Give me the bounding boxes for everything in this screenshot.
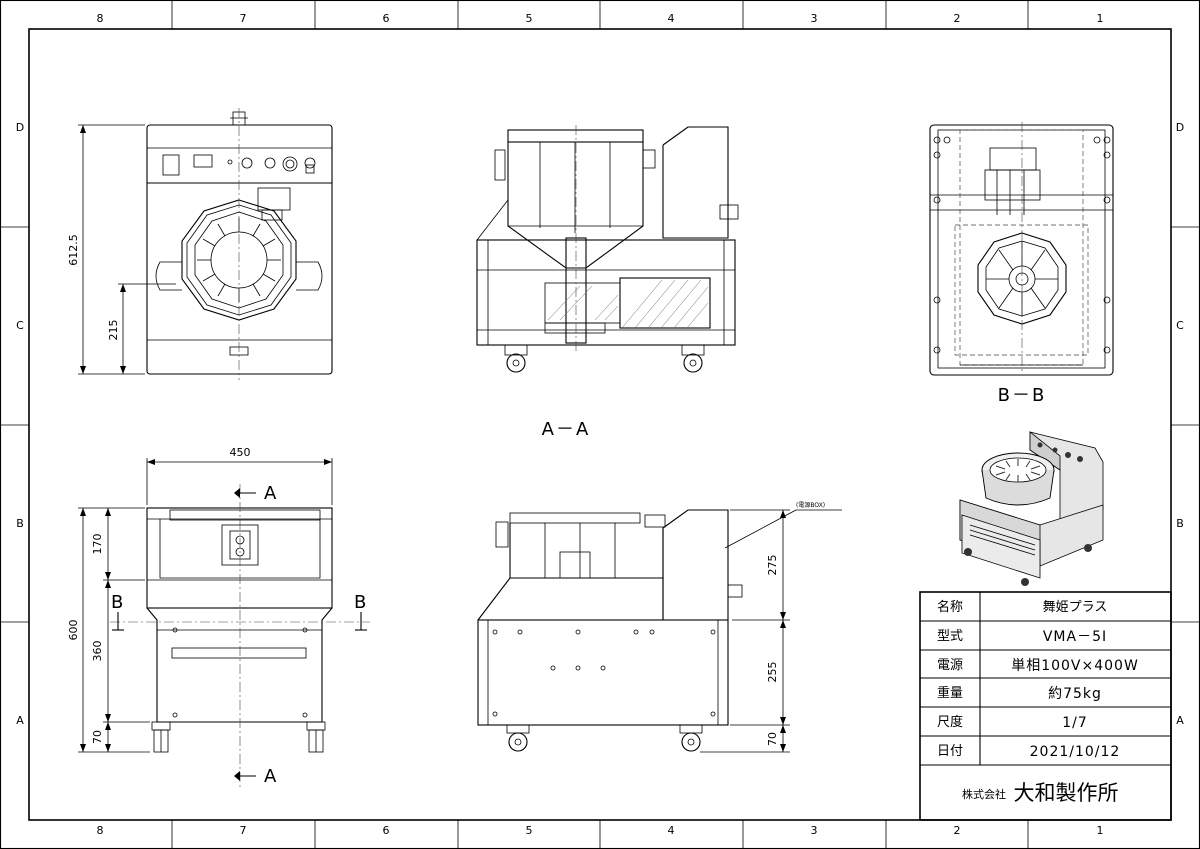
- title-value-weight: 約75kg: [1048, 686, 1102, 702]
- callout-power-box: (電源BOX): [796, 501, 825, 509]
- title-label-power: 電源: [937, 658, 963, 673]
- isometric-render: [959, 431, 1104, 586]
- zone-bottom-3: 3: [811, 824, 818, 837]
- zone-top-4: 4: [668, 12, 675, 25]
- company-name: 大和製作所: [1014, 781, 1119, 805]
- cut-a-top: A: [264, 483, 278, 504]
- title-value-power: 単相100V×400W: [1011, 658, 1139, 674]
- zone-top-3: 3: [811, 12, 818, 25]
- lower-front-view: 450 600 170 360 70 A A B B: [67, 446, 370, 790]
- zone-top-7: 7: [240, 12, 247, 25]
- zone-top-1: 1: [1097, 12, 1104, 25]
- dim-side-255: 255: [766, 662, 779, 683]
- title-value-date: 2021/10/12: [1030, 744, 1121, 760]
- section-bb-label: B－B: [998, 385, 1047, 406]
- zone-bottom-2: 2: [954, 824, 961, 837]
- zone-right-a: A: [1176, 714, 1184, 727]
- title-label-weight: 重量: [937, 685, 963, 701]
- zone-bottom-5: 5: [526, 824, 533, 837]
- dim-side-275: 275: [766, 555, 779, 576]
- title-value-scale: 1/7: [1062, 715, 1088, 731]
- title-label-date: 日付: [937, 744, 963, 759]
- dim-lower-360: 360: [91, 641, 104, 662]
- dim-side-70: 70: [766, 732, 779, 746]
- zone-bottom-4: 4: [668, 824, 675, 837]
- zone-bottom-8: 8: [97, 824, 104, 837]
- company-prefix: 株式会社: [962, 787, 1006, 801]
- zone-top-5: 5: [526, 12, 533, 25]
- dim-lower-70: 70: [91, 730, 104, 744]
- dim-lower-height: 600: [67, 620, 80, 641]
- lower-side-view: 275 255 70 (電源BOX): [477, 501, 842, 753]
- zone-right-b: B: [1176, 517, 1184, 530]
- dim-lower-170: 170: [91, 534, 104, 555]
- zone-left-a: A: [16, 714, 24, 727]
- cut-b-left: B: [111, 592, 125, 613]
- zone-top-6: 6: [383, 12, 390, 25]
- zone-bottom-6: 6: [383, 824, 390, 837]
- front-view: 612.5 215: [67, 108, 333, 380]
- cut-b-right: B: [354, 592, 368, 613]
- section-bb-view: B－B: [929, 122, 1114, 406]
- zone-bottom-7: 7: [240, 824, 247, 837]
- section-aa-view: A－A: [476, 125, 739, 440]
- title-value-model: VMA－5I: [1043, 629, 1107, 645]
- section-aa-label: A－A: [542, 419, 591, 440]
- title-label-scale: 尺度: [937, 714, 963, 730]
- zone-left-b: B: [16, 517, 24, 530]
- zone-right-c: C: [1176, 319, 1184, 332]
- title-label-name: 名称: [937, 599, 963, 615]
- title-block: 名称 舞姫プラス 型式 VMA－5I 電源 単相100V×400W 重量 約75…: [919, 591, 1172, 821]
- cut-a-bottom: A: [264, 766, 278, 787]
- title-label-model: 型式: [937, 629, 963, 644]
- zone-bottom-1: 1: [1097, 824, 1104, 837]
- zone-right-d: D: [1176, 121, 1184, 134]
- dim-front-height: 612.5: [67, 234, 80, 266]
- dim-front-center: 215: [107, 320, 120, 341]
- zone-left-c: C: [16, 319, 24, 332]
- dim-lower-width: 450: [230, 446, 251, 459]
- zone-left-d: D: [16, 121, 24, 134]
- title-value-name: 舞姫プラス: [1043, 600, 1108, 615]
- zone-top-2: 2: [954, 12, 961, 25]
- zone-top-8: 8: [97, 12, 104, 25]
